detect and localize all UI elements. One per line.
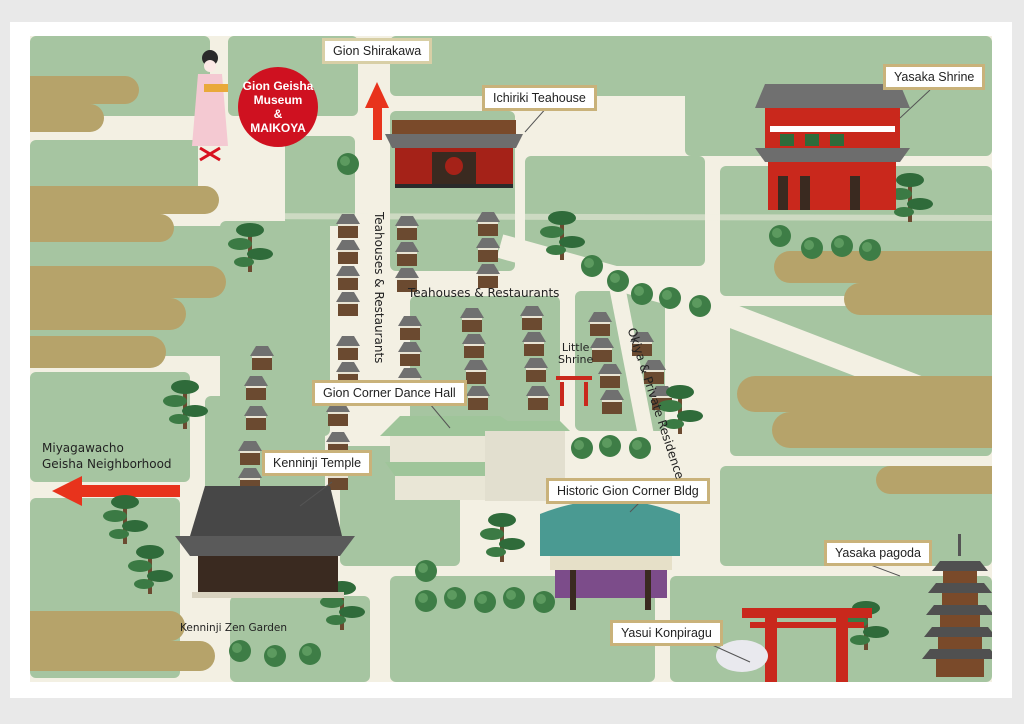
west-arrow-icon xyxy=(52,476,180,506)
little-shrine-text: Little Shrine xyxy=(558,342,593,366)
yasaka-shrine-label[interactable]: Yasaka Shrine xyxy=(883,64,986,90)
badge-line: Museum xyxy=(253,93,303,107)
geisha-icon xyxy=(192,50,228,162)
map-frame: Gion Shirakawa Ichiriki Teahouse Yasaka … xyxy=(10,22,1012,698)
ichiriki-teahouse-label[interactable]: Ichiriki Teahouse xyxy=(482,85,597,111)
historic-building xyxy=(540,500,680,610)
kenninji-zen-garden-text: Kenninji Zen Garden xyxy=(180,622,288,634)
kenninji-temple-label[interactable]: Kenninji Temple xyxy=(262,450,373,476)
miyagawacho-text: Miyagawacho Geisha Neighborhood xyxy=(42,440,172,472)
pagoda-icon xyxy=(922,534,992,677)
torii-icon xyxy=(716,608,872,682)
teahouse-building xyxy=(385,120,523,188)
north-arrow-icon xyxy=(365,82,389,140)
leader-lines xyxy=(299,89,931,663)
map-drawing xyxy=(30,36,992,682)
teahouses-restaurants-text: Teahouses & Restaurants xyxy=(408,286,560,300)
badge-line: Gion Geisha xyxy=(242,79,314,93)
gion-shirakawa-label[interactable]: Gion Shirakawa xyxy=(322,38,433,64)
badge-line: MAIKOYA xyxy=(250,121,306,135)
historic-gion-corner-bldg-label[interactable]: Historic Gion Corner Bldg xyxy=(546,478,710,504)
yasui-konpiragu-label[interactable]: Yasui Konpiragu xyxy=(610,620,723,646)
shrine-icon xyxy=(755,84,910,210)
museum-badge[interactable]: Gion Geisha Museum & MAIKOYA xyxy=(238,67,318,147)
yasaka-pagoda-label[interactable]: Yasaka pagoda xyxy=(824,540,932,566)
gion-map: Gion Shirakawa Ichiriki Teahouse Yasaka … xyxy=(30,36,992,682)
little-shrine-line: Little xyxy=(561,341,590,354)
badge-line: & xyxy=(273,107,283,121)
little-shrine-torii-icon xyxy=(556,376,592,406)
teahouses-restaurants-vertical-text: Teahouses & Restaurants xyxy=(372,212,386,364)
miyagawacho-line: Geisha Neighborhood xyxy=(42,457,172,471)
gold-clouds xyxy=(30,76,992,671)
little-shrine-line: Shrine xyxy=(558,353,594,366)
miyagawacho-line: Miyagawacho xyxy=(42,441,124,455)
gion-corner-dance-hall-label[interactable]: Gion Corner Dance Hall xyxy=(312,380,467,406)
temple-icon xyxy=(175,486,355,598)
dance-hall-building xyxy=(380,416,570,501)
